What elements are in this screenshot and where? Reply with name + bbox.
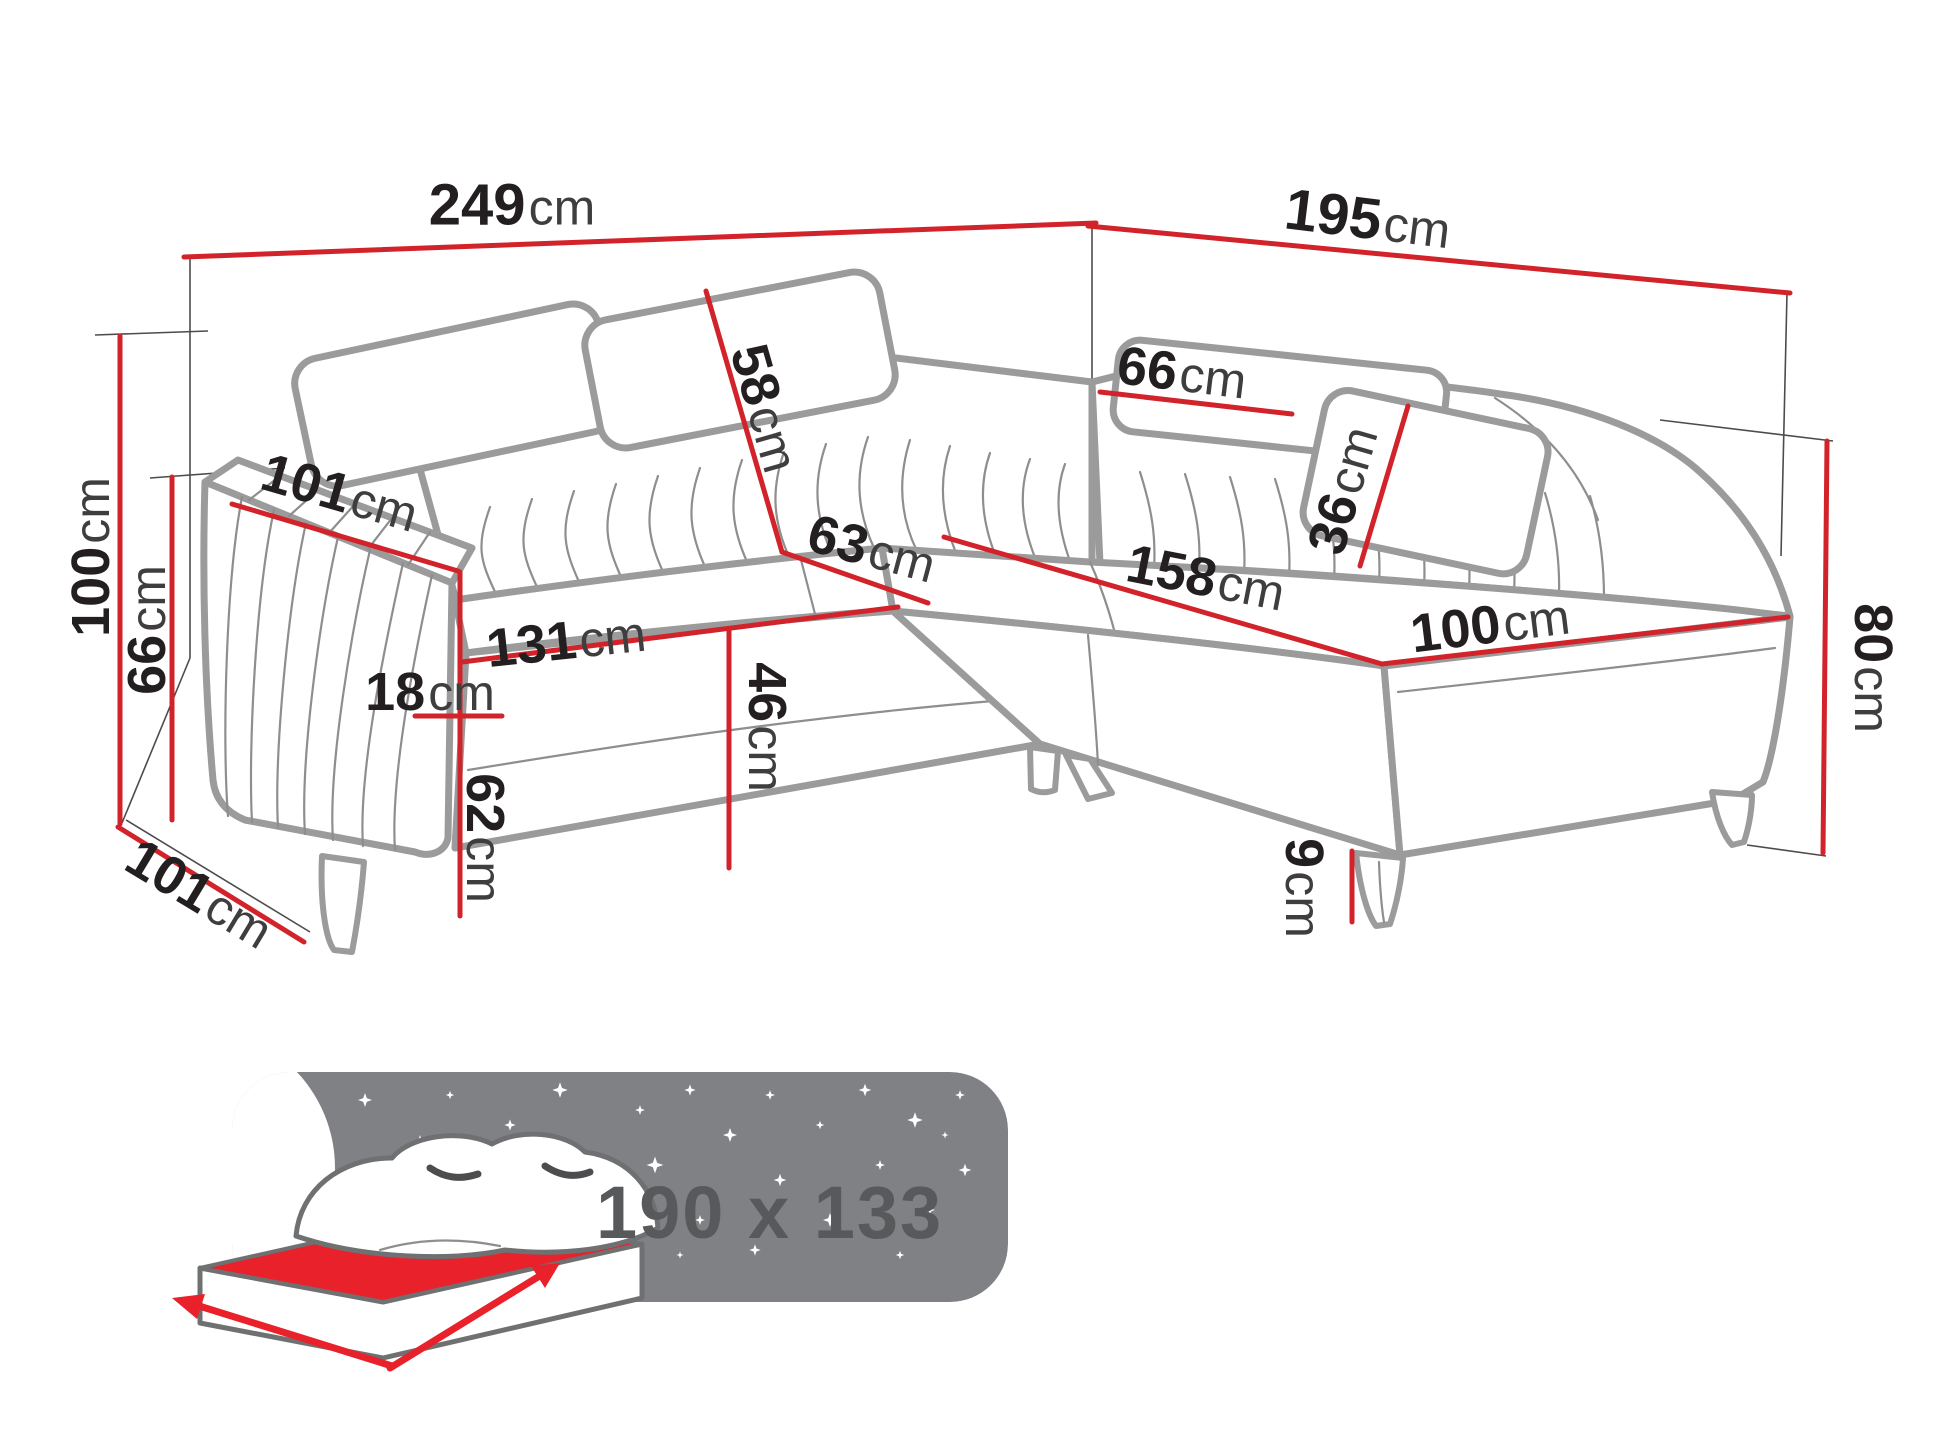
dimension-lines [115,220,1830,945]
duvet-and-pillows [293,1131,661,1260]
dim-line-back-cushion [703,288,785,555]
double-arrow-icon [172,1263,560,1372]
leg-center-front [1063,752,1115,802]
label-chaise-width: 100cm [1407,585,1573,664]
pillow-fold-right [541,1162,594,1179]
dim-line-seat-depth [779,549,931,606]
leg-chaise-rear [1709,789,1755,848]
label-side-height: 80cm [1843,603,1903,733]
dim-line-seat-width [459,604,901,665]
sofa-legs [318,744,1755,955]
sofa-drawing [200,268,1794,955]
headrest-cushion-2 [581,268,899,452]
chaise-right-face [1380,613,1794,859]
label-armrest-width: 18cm [365,662,495,722]
leg-front-left [318,853,367,955]
label-corner-back: 66cm [1114,335,1250,410]
label-back-height: 66cm [117,565,177,695]
label-armrest-height: 62cm [455,773,515,903]
dim-line-corner-back [1097,389,1295,417]
headrest-cushions [291,268,1552,578]
sleeping-area-label: 190 x 133 [596,1171,943,1254]
headrest-cushion-4 [1299,387,1552,578]
leg-center-back [1027,744,1061,796]
channel-stitching-left [480,435,1073,596]
label-side-depth: 101cm [116,827,284,961]
pillow-fold-left [426,1164,482,1181]
moon-icon [232,1072,335,1302]
chaise-inner-face [889,607,1404,859]
label-total-depth: 195cm [1281,176,1454,261]
sleeper-bed-icon: 190 x 133 [172,1072,1008,1372]
dim-line-total-width [181,220,1099,260]
label-total-height: 100cm [61,477,121,637]
dim-line-armrest-depth [229,501,461,574]
label-total-width: 249cm [429,172,595,237]
bed-icon [172,1131,661,1372]
left-base [451,607,1044,852]
dim-line-side-depth [115,824,307,945]
label-leg-height: 9cm [1274,838,1334,938]
label-seat-width: 131cm [484,603,649,679]
left-armrest [200,456,476,858]
dim-line-total-depth [1085,223,1793,296]
dim-line-headrest [1357,403,1411,569]
dim-line-side-height [1820,438,1830,856]
dim-line-chaise-length [941,534,1385,667]
guide-lines [94,225,1834,933]
label-seat-height: 46cm [737,662,797,792]
dim-line-chaise-width [1379,614,1791,667]
